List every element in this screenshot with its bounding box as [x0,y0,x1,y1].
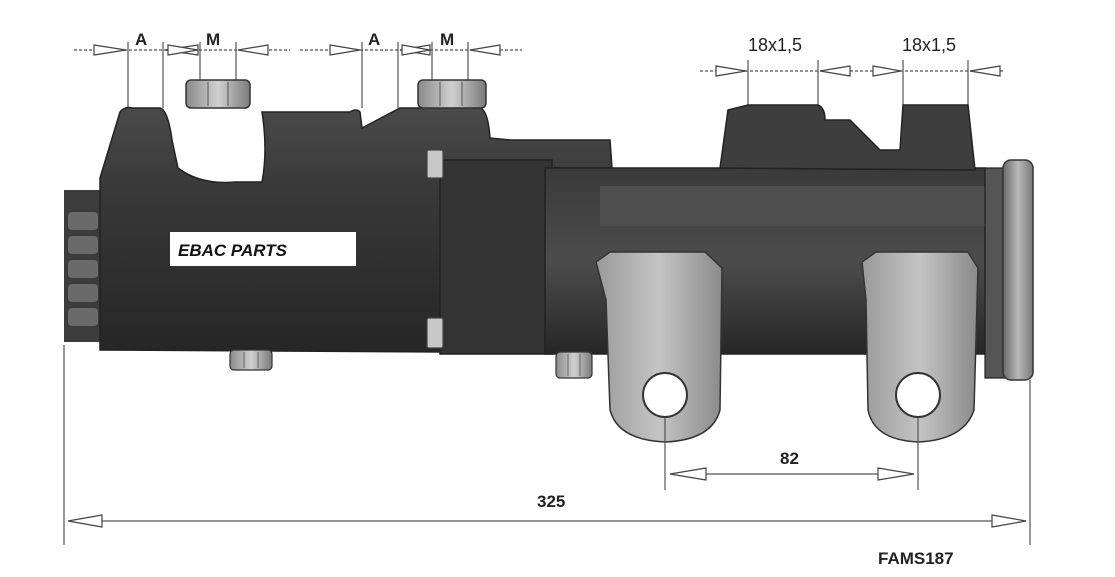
body-plugs [426,149,444,349]
brand-label: EBAC PARTS [178,241,288,260]
dim-a-right: A [368,30,380,49]
bottom-dimension-lines [63,345,1031,545]
dim-m-right: M [440,30,454,49]
dim-mount-spacing: 82 [780,449,799,468]
dimension-arrowheads [93,44,1001,77]
bottom-nut-1 [229,349,273,371]
part-code: FAMS187 [878,549,954,568]
bottom-arrowheads [67,467,1027,528]
bottom-nut-2 [555,351,593,379]
dim-a-left: A [135,30,147,49]
dim-thread-right: 18x1,5 [902,35,956,55]
dim-overall-length: 325 [537,492,565,511]
dim-thread-left: 18x1,5 [748,35,802,55]
mounting-ear-right [861,251,979,443]
hex-nut-left [185,79,251,109]
mounting-ear-left [595,251,723,443]
brand-label-box [170,232,356,266]
dim-m-left: M [206,30,220,49]
hex-nut-right [417,79,487,109]
